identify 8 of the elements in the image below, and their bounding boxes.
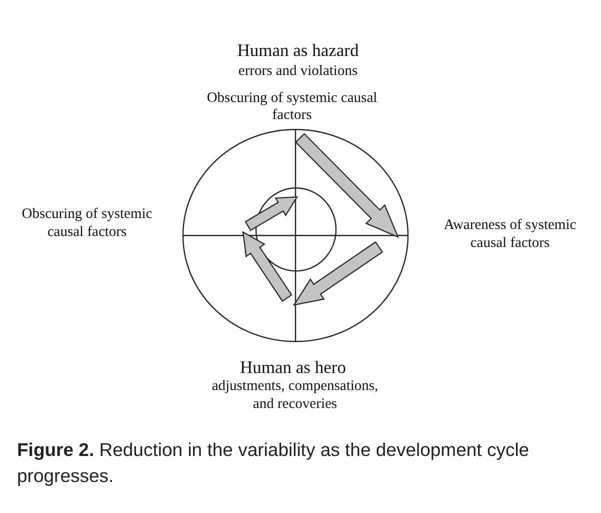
quadrant-label: Obscuring of systemic causal factors: [20, 205, 154, 241]
axis-subtext: adjustments, compensations, and recoveries: [210, 377, 380, 413]
axis-subtext: errors and violations: [238, 62, 358, 80]
quadrant-label: Obscuring of systemic causal factors: [206, 90, 378, 124]
axis-heading: Human as hero: [240, 357, 346, 377]
quadrant-label: Awareness of systemic causal factors: [442, 216, 578, 252]
figure-caption: Figure 2. Reduction in the variability as the development cycle progresses.: [17, 438, 530, 488]
axis-heading: Human as hazard: [237, 40, 359, 60]
